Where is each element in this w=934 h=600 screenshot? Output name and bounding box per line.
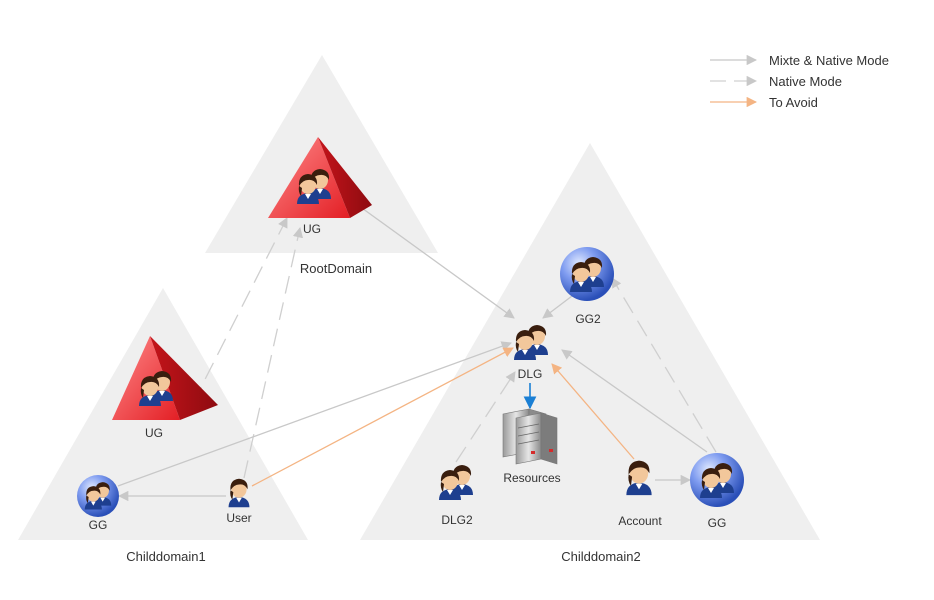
connector-gg-to-dlg-c2 (561, 349, 708, 453)
connector-user-to-dlg-avoid (251, 347, 514, 487)
server-icon (502, 408, 558, 465)
c2-gg2-label: GG2 (575, 312, 601, 326)
legend-item-to-avoid: To Avoid (710, 95, 818, 110)
childdomain2-label: Childdomain2 (561, 549, 641, 564)
connector-gg-to-gg2 (611, 277, 717, 453)
connector-user-to-root-ug (243, 226, 304, 479)
legend-label: Mixte & Native Mode (769, 53, 889, 68)
legend-label: To Avoid (769, 95, 818, 110)
c2-resources-node[interactable]: Resources (502, 408, 561, 485)
c1-user-node[interactable]: User (226, 478, 252, 525)
c2-account-node[interactable]: Account (618, 460, 662, 528)
c1-gg-node[interactable]: GG (77, 475, 119, 532)
childdomain1-label: Childdomain1 (126, 549, 206, 564)
c2-gg-label: GG (708, 516, 727, 530)
c1-ug-node[interactable]: UG (112, 336, 218, 440)
connector-account-to-dlg-avoid (551, 363, 635, 460)
c2-resources-label: Resources (503, 471, 560, 485)
c2-account-label: Account (618, 514, 662, 528)
root-ug-label: UG (303, 222, 321, 236)
root-ug-node[interactable]: UG (268, 137, 372, 236)
connector-gg2-to-dlg (542, 295, 573, 319)
legend-label: Native Mode (769, 74, 842, 89)
c1-user-label: User (226, 511, 251, 525)
connector-gg-to-dlg (117, 341, 512, 487)
childdomain2-triangle (360, 143, 820, 540)
c1-ug-label: UG (145, 426, 163, 440)
pyramid-icon (112, 336, 218, 420)
c2-gg2-node[interactable]: GG2 (560, 247, 614, 326)
rootdomain-label: RootDomain (300, 261, 372, 276)
legend-item-mixte-native: Mixte & Native Mode (710, 53, 889, 68)
legend-item-native: Native Mode (710, 74, 842, 89)
c2-dlg-label: DLG (518, 367, 543, 381)
c2-gg-node[interactable]: GG (690, 453, 744, 530)
connector-dlg2-to-dlg (455, 371, 516, 463)
c2-dlg-node[interactable]: DLG (514, 325, 548, 381)
legend: Mixte & Native Mode Native Mode To Avoid (710, 53, 889, 110)
connector-c1-ug-to-root-ug (192, 217, 288, 404)
pyramid-icon (268, 137, 372, 218)
c1-gg-label: GG (89, 518, 108, 532)
c2-dlg2-label: DLG2 (441, 513, 473, 527)
c2-dlg2-node[interactable]: DLG2 (439, 465, 473, 527)
